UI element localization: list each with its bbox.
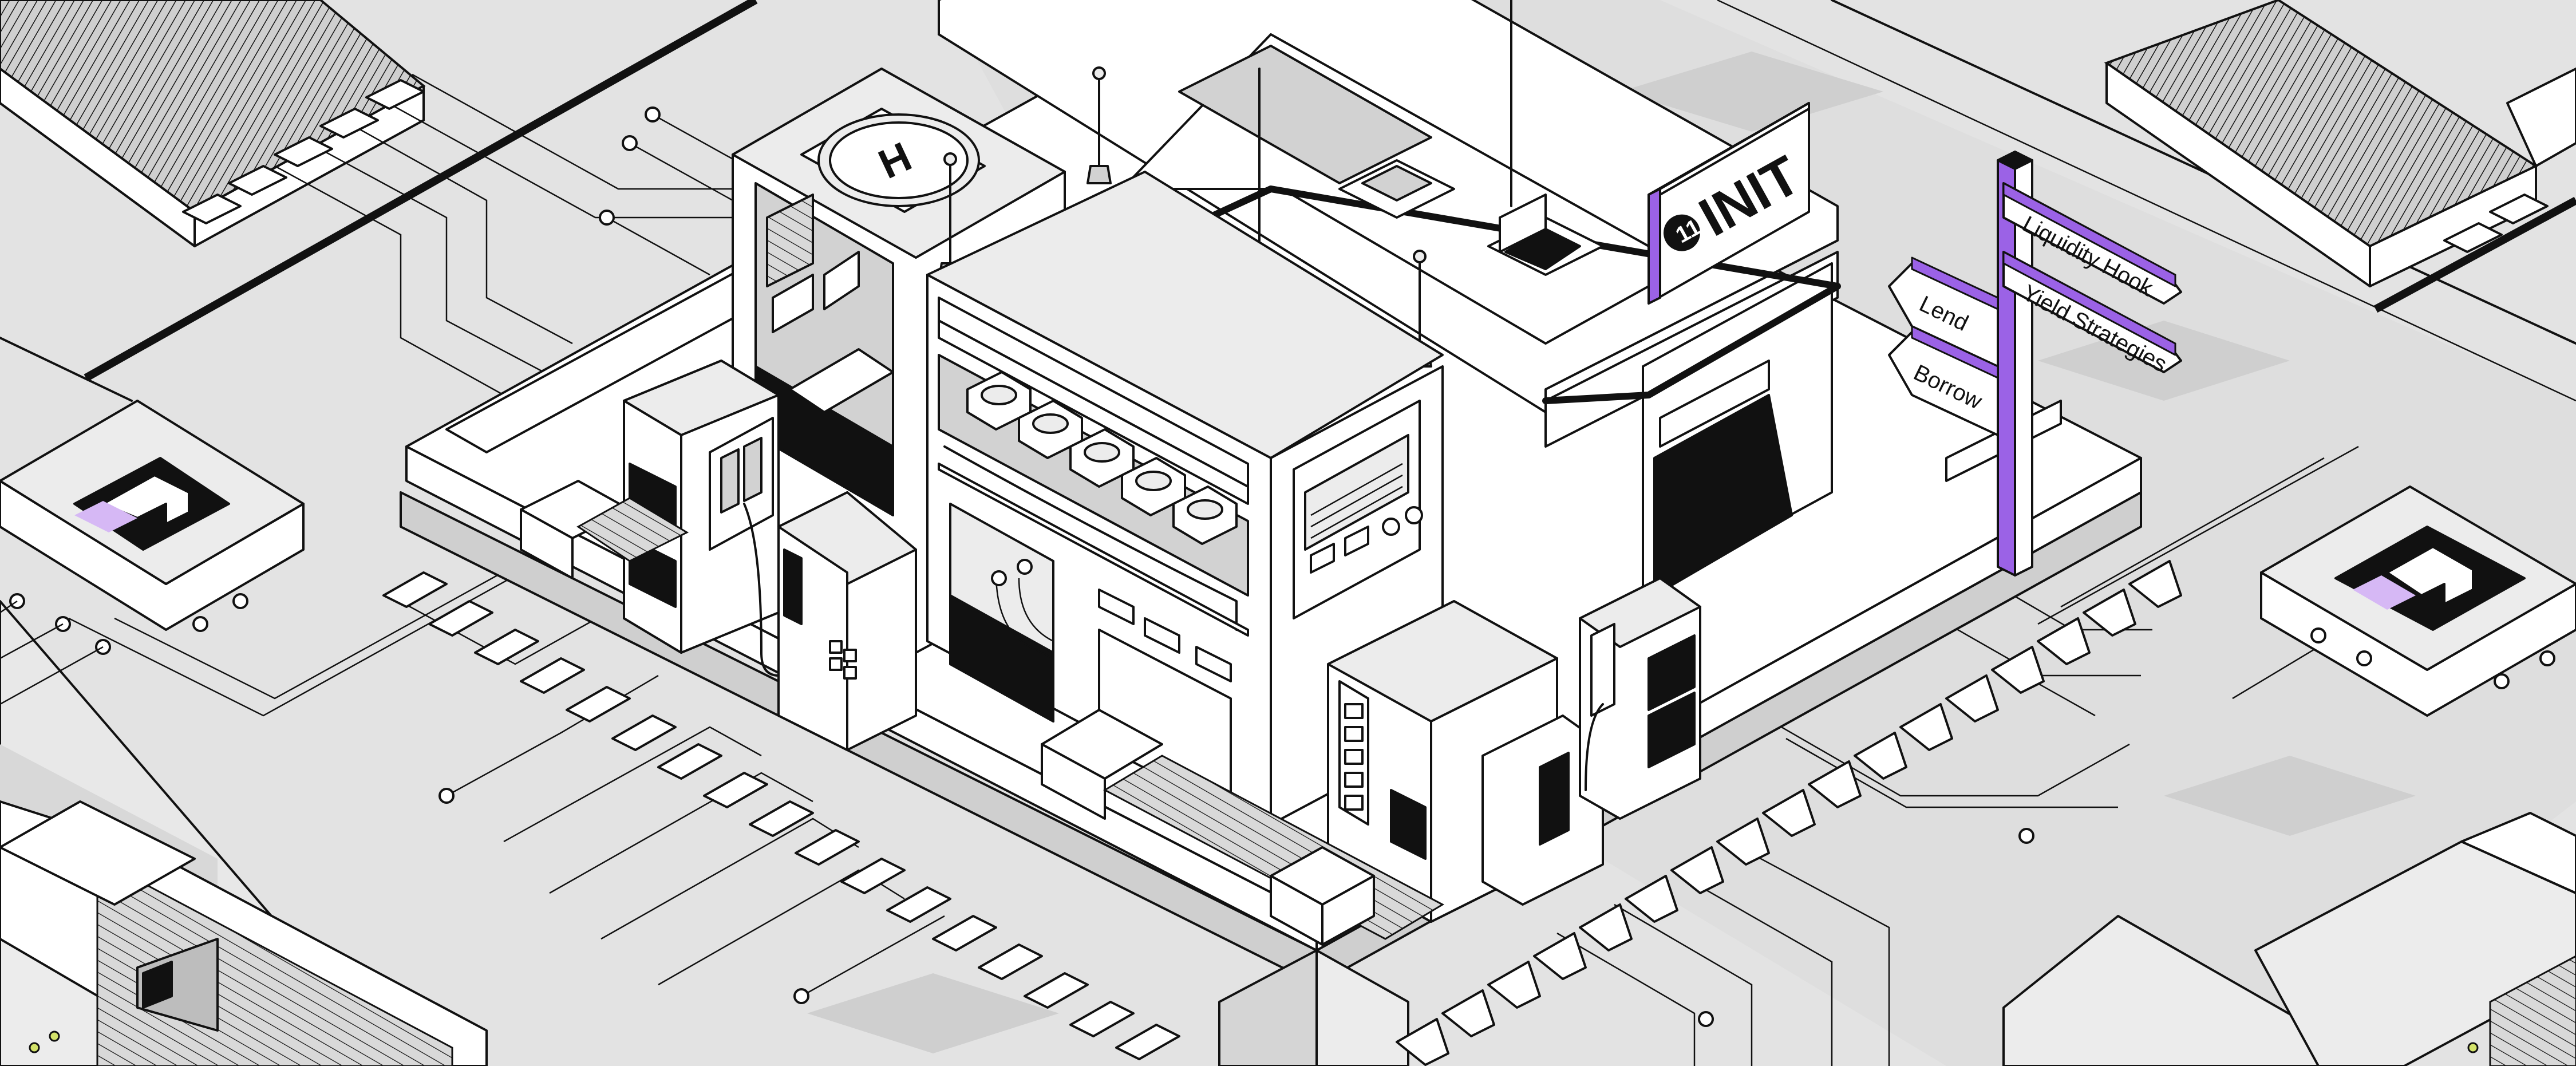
- platform-connectors-left: [382, 571, 1180, 1060]
- building-bottom-left: [0, 800, 488, 1066]
- main-building: [926, 171, 1444, 826]
- chip-right: [2260, 485, 2576, 717]
- road-lines: [0, 0, 2576, 402]
- right-machine: [1327, 577, 1701, 923]
- platform-connectors-right: [1396, 560, 2182, 1066]
- init-sign: 11 INIT: [1647, 102, 1810, 305]
- back-building: [938, 0, 1841, 597]
- warehouse-connectors: [182, 79, 2549, 253]
- fan-row: [966, 371, 1238, 545]
- building-bottom-right: [29, 812, 2576, 1066]
- sign-board-lend: Lend: [1888, 256, 1999, 368]
- left-cabinets: [520, 360, 917, 751]
- warehouse-top-right: [2104, 0, 2576, 287]
- init-mark-icon: [1664, 214, 1701, 251]
- chip-left: [0, 400, 305, 705]
- front-conveyor: [1041, 709, 1445, 946]
